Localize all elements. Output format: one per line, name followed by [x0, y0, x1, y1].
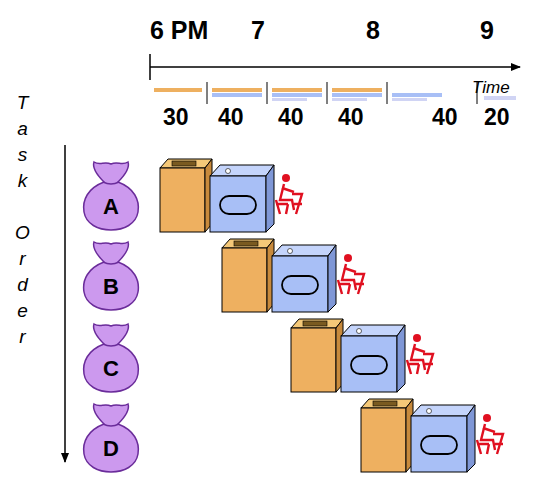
time-label: 30 — [163, 106, 189, 129]
time-label: 6 PM — [150, 18, 208, 43]
machines-c — [291, 319, 433, 392]
dry-bar — [392, 93, 442, 97]
task-letter: D — [80, 436, 142, 462]
time-label: Time — [472, 79, 510, 96]
time-axis — [150, 66, 520, 68]
time-label: 7 — [251, 18, 265, 43]
machines-d — [361, 399, 503, 472]
fold-bar — [272, 98, 307, 101]
laundry-bag: D — [80, 400, 142, 474]
axis-title: Task Order — [13, 92, 32, 352]
dry-bar — [332, 93, 382, 97]
time-label: 40 — [338, 106, 364, 129]
segment-divider — [267, 82, 268, 104]
machines-a — [160, 159, 302, 232]
time-label: 40 — [218, 106, 244, 129]
dry-bar — [272, 93, 322, 97]
fold-bar — [392, 98, 427, 101]
laundry-bag-tie — [103, 262, 119, 264]
laundry-bag-tie — [103, 182, 119, 184]
segment-divider — [327, 82, 328, 104]
time-label: 40 — [278, 106, 304, 129]
machines-b — [222, 239, 364, 312]
task-letter: C — [80, 356, 142, 382]
fold-bar — [332, 98, 367, 101]
segment-divider — [207, 82, 208, 104]
wash-bar — [272, 88, 322, 92]
laundry-bag: C — [80, 320, 142, 394]
time-label: 8 — [366, 18, 380, 43]
wash-bar — [332, 88, 382, 92]
wash-bar — [154, 88, 202, 92]
time-label: 40 — [432, 106, 458, 129]
task-order-axis — [64, 145, 66, 462]
wash-bar — [212, 88, 262, 92]
task-letter: B — [80, 274, 142, 300]
laundry-bag-tie — [103, 344, 119, 346]
laundry-bag-tie — [103, 424, 119, 426]
dry-bar — [212, 93, 262, 97]
time-label: 20 — [484, 106, 510, 129]
time-label: 9 — [480, 18, 494, 43]
stage-bars — [154, 82, 516, 104]
segment-divider — [387, 82, 388, 104]
task-letter: A — [80, 194, 142, 220]
fold-bar — [484, 96, 516, 100]
laundry-bag: A — [80, 158, 142, 232]
laundry-bag: B — [80, 238, 142, 312]
